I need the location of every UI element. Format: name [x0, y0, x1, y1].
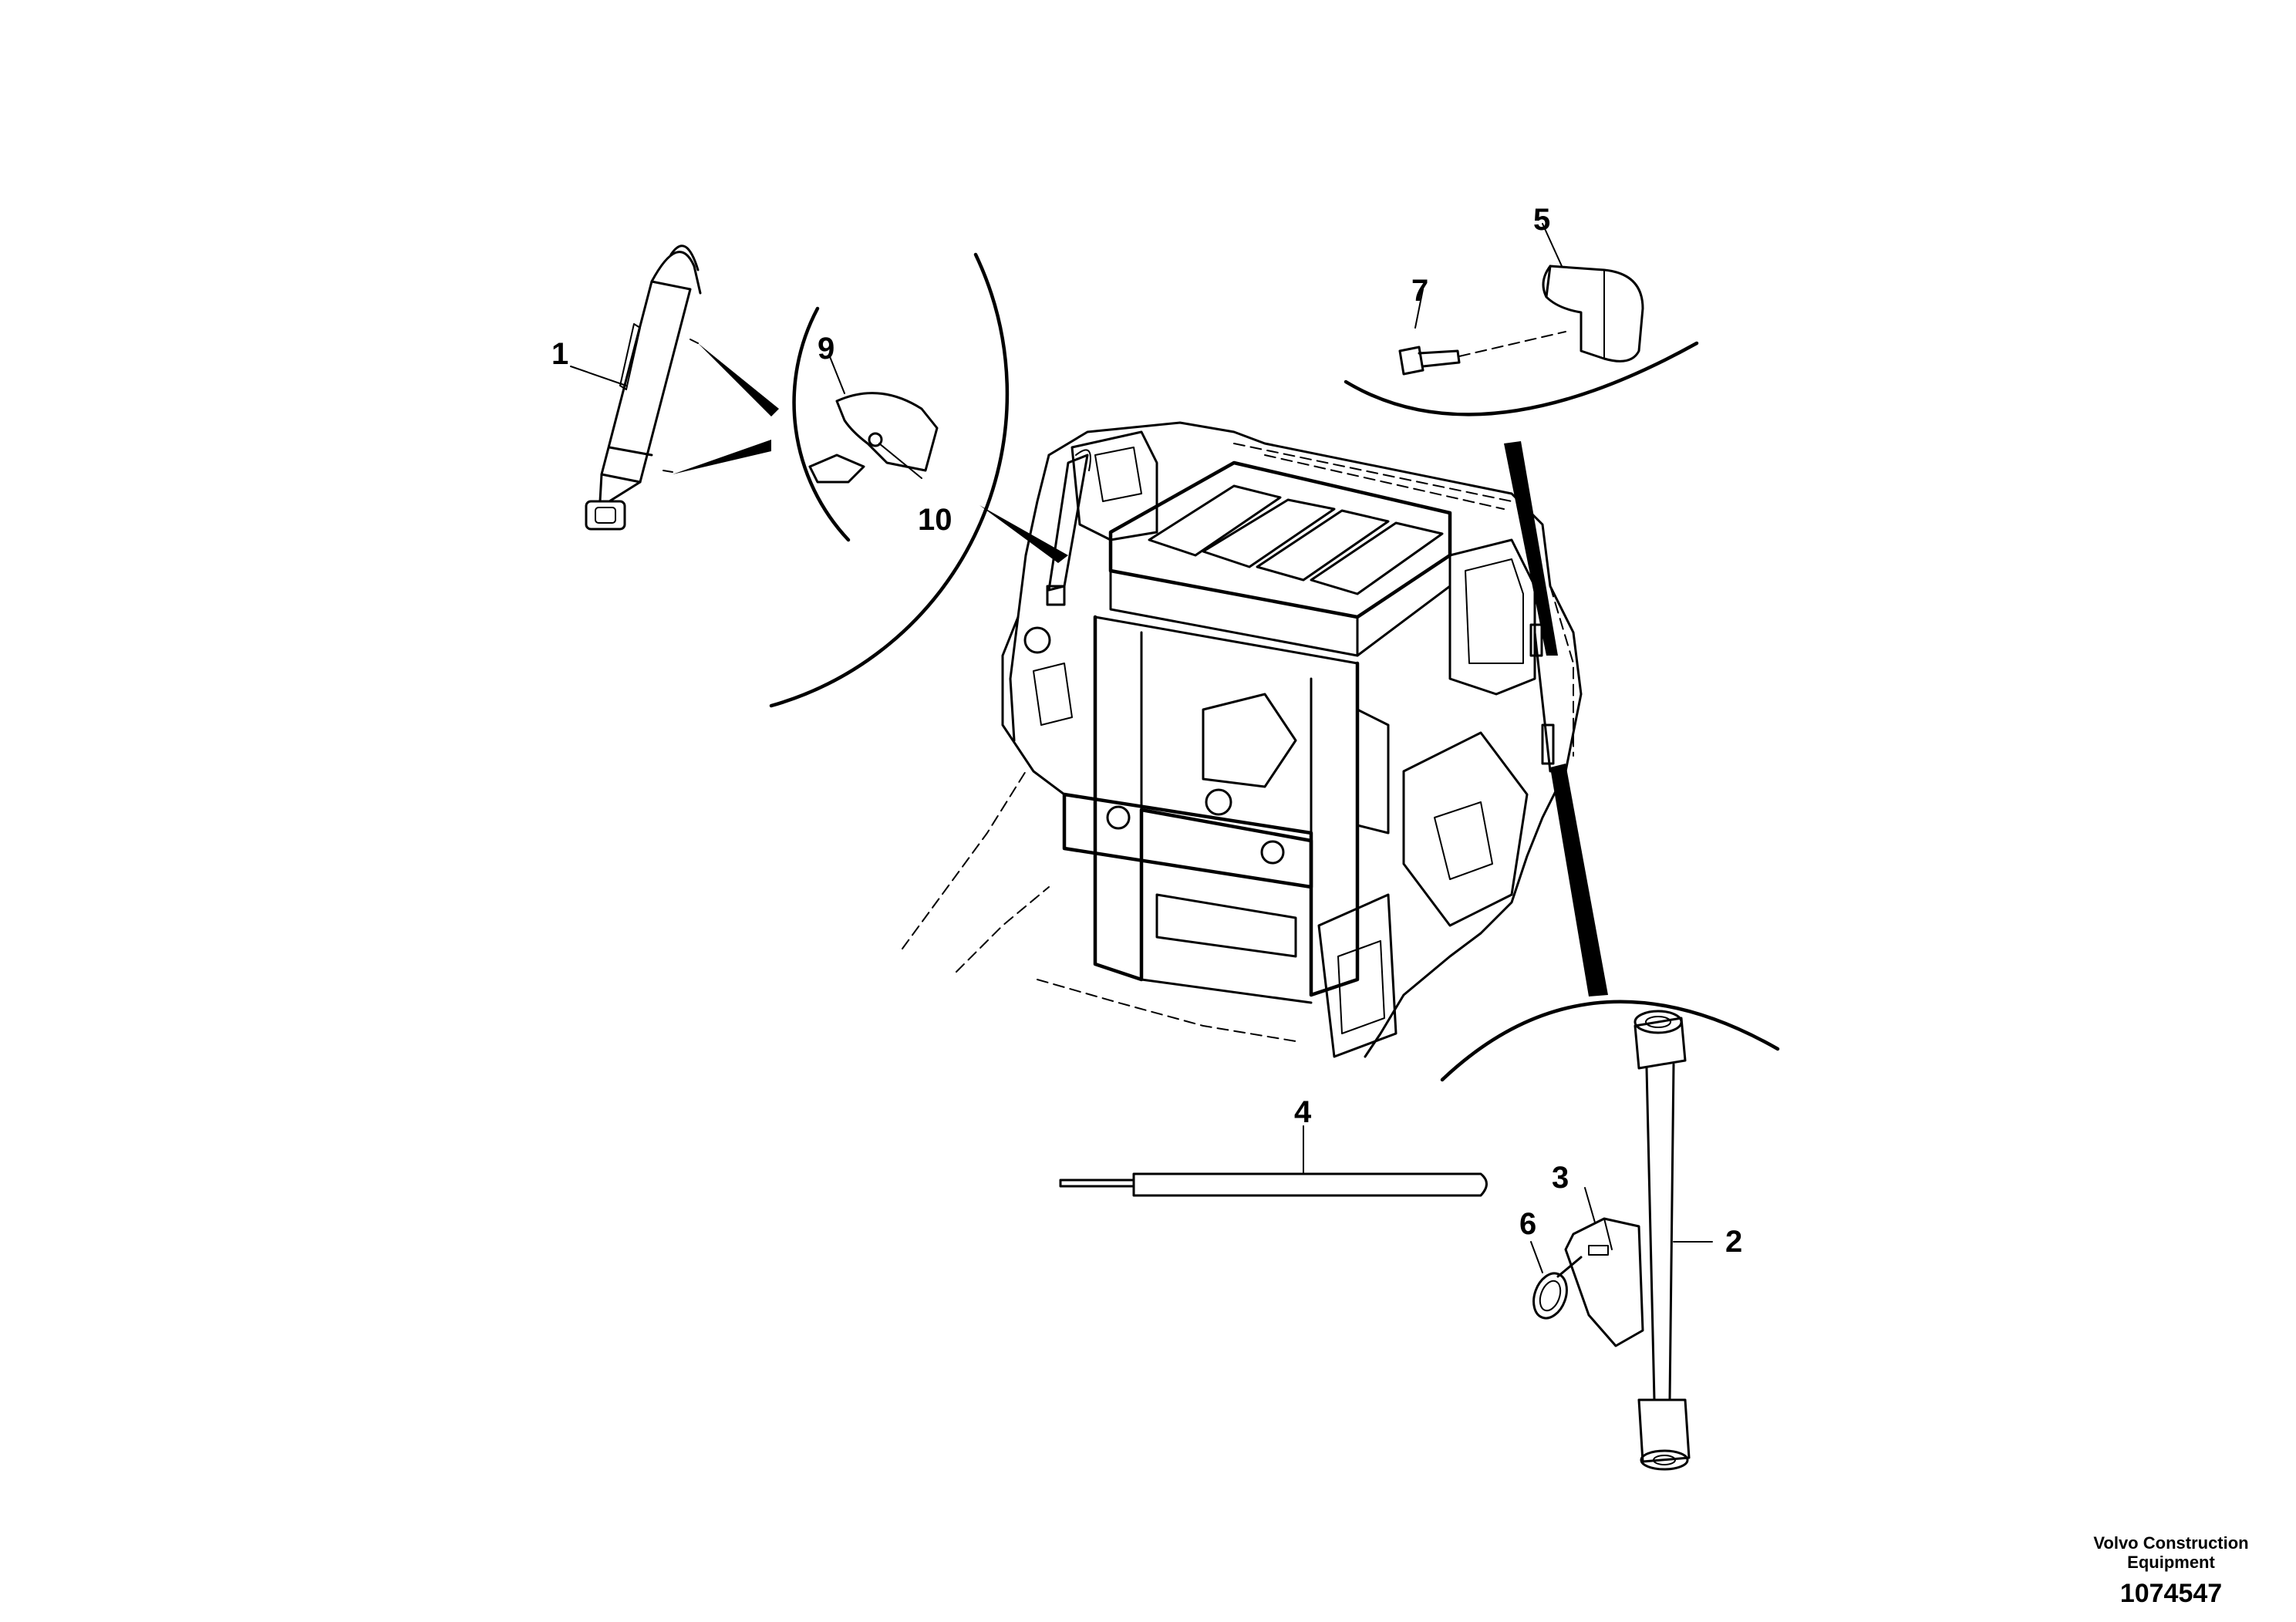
- leader-wedge-bottom-right: [1550, 764, 1608, 996]
- part-number: 1074547: [2120, 1579, 2222, 1608]
- detail-circle-top-right: [1344, 223, 1699, 416]
- callout-9: 9: [818, 332, 834, 366]
- leader-wedge-top-right: [1504, 441, 1558, 656]
- detail-circle-left: [769, 252, 1010, 708]
- company-name-line2: Equipment: [2127, 1553, 2215, 1572]
- callout-10: 10: [918, 503, 952, 537]
- leader-wedge-lower: [673, 440, 771, 474]
- callout-4: 4: [1294, 1095, 1312, 1129]
- detail-circle-bottom-right: [1440, 1000, 1780, 1471]
- company-name-line1: Volvo Construction: [2093, 1533, 2248, 1553]
- part-1-extinguisher: [570, 244, 702, 531]
- callout-7: 7: [1411, 274, 1428, 308]
- callout-6: 6: [1519, 1207, 1536, 1241]
- leader-wedge-upper: [698, 343, 779, 416]
- leader-wedge-machine: [979, 505, 1068, 563]
- callout-1: 1: [551, 337, 568, 371]
- part-4-rod: [1059, 1125, 1488, 1197]
- callout-3: 3: [1552, 1161, 1569, 1195]
- machine-frame: [902, 421, 1583, 1058]
- callout-2: 2: [1725, 1225, 1742, 1259]
- callout-5: 5: [1533, 203, 1550, 237]
